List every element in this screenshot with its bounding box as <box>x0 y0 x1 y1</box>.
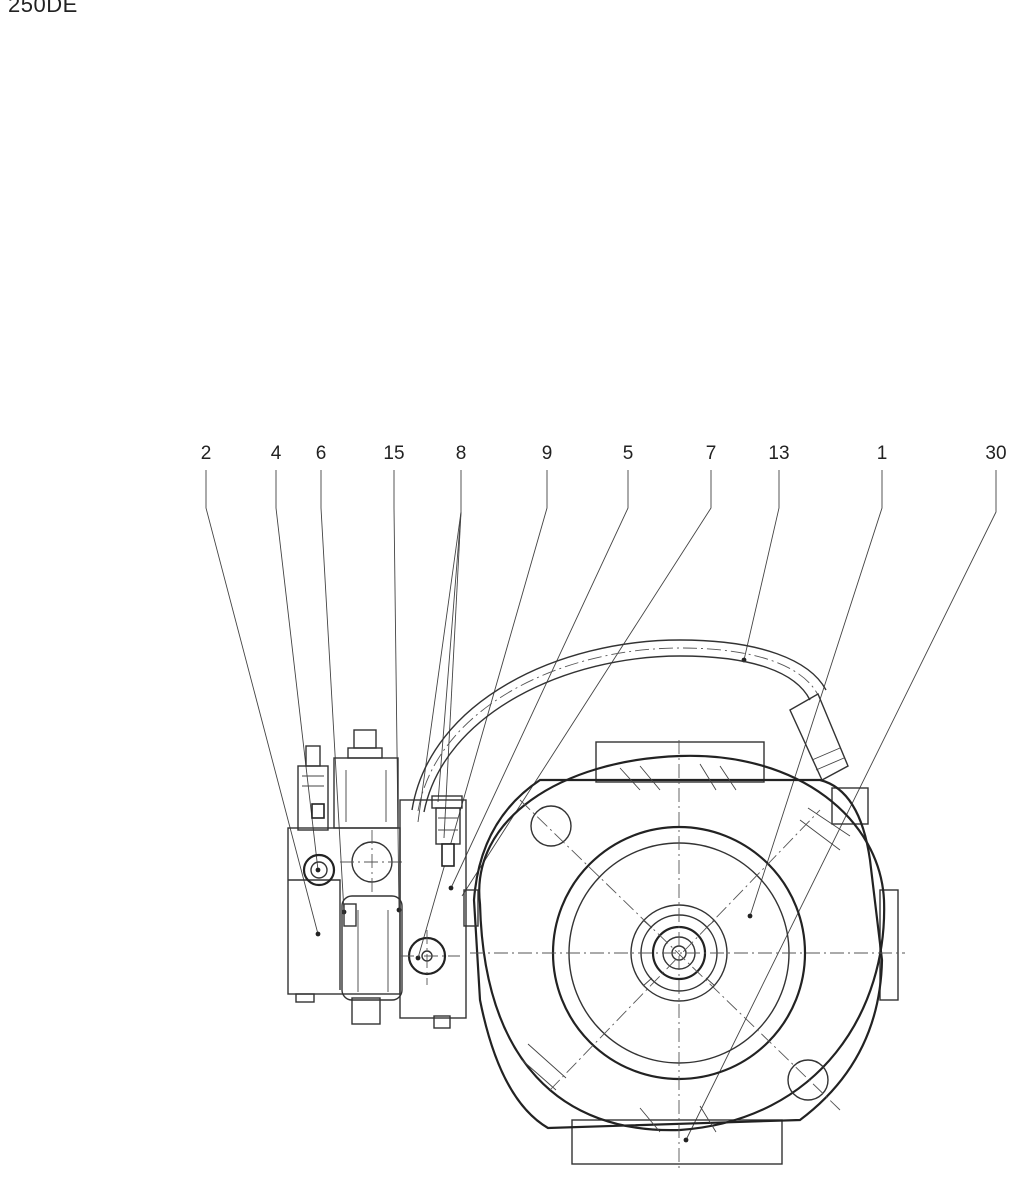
hose-centerline <box>417 647 819 812</box>
cartridge-6-body <box>333 757 399 829</box>
port-plug-right-centerline <box>340 830 404 896</box>
callout-7: 7 <box>706 443 717 464</box>
pump-body-outline <box>478 754 886 1132</box>
adapter-port-centerline <box>400 930 460 985</box>
page-header-model-code: 250DE <box>8 0 78 17</box>
adapter-plate-bottom-plug <box>433 1015 451 1029</box>
lower-spool-fitting <box>343 903 357 927</box>
leader-5 <box>450 470 629 889</box>
cartridge-6-nut <box>347 747 383 759</box>
hose-13 <box>411 639 849 813</box>
leader-7 <box>461 470 712 897</box>
cartridge-4-body <box>297 765 329 831</box>
hatch-bottom <box>639 1105 717 1133</box>
lower-spool-housing <box>341 895 403 1001</box>
hose-outer <box>411 639 827 811</box>
leader-9-point <box>415 955 421 961</box>
flange-bolt-hole-top-left <box>530 805 572 847</box>
callout-15: 15 <box>383 443 404 464</box>
cartridge-4-threads <box>302 775 324 787</box>
callout-2: 2 <box>201 443 212 464</box>
foot-left <box>295 993 315 1003</box>
callout-8: 8 <box>456 443 467 464</box>
shaft-spline-outer <box>630 904 728 1002</box>
callout-5: 5 <box>623 443 634 464</box>
leader-1-point <box>747 913 753 919</box>
hatch-sides <box>521 807 851 1091</box>
fitting-8-threads <box>438 817 458 831</box>
cartridge-4-cap <box>305 745 321 767</box>
leader-8c <box>417 511 462 823</box>
flange-bolt-hole-bottom-right <box>787 1059 829 1101</box>
hose-fitting-right <box>789 692 849 781</box>
leader-5-point <box>448 885 454 891</box>
fitting-8-nut <box>431 795 463 809</box>
pump-housing <box>470 740 905 1170</box>
lower-spool-lines <box>357 910 389 992</box>
leader-13 <box>743 470 780 661</box>
cartridge-6-sides <box>345 770 387 822</box>
callout-1: 1 <box>877 443 888 464</box>
adapter-plate-body <box>399 799 467 1019</box>
cartridge-6-cap <box>353 729 377 749</box>
hose-fitting-right-detail <box>811 747 845 771</box>
bottom-boss <box>571 1119 783 1165</box>
leader-lines <box>205 470 997 1143</box>
valve-block-inner-step <box>288 879 341 990</box>
top-boss <box>595 741 765 783</box>
leader-8b <box>443 511 462 839</box>
hatch-top <box>619 763 737 791</box>
leader-8a <box>437 470 462 803</box>
leader-6 <box>320 470 345 913</box>
port-plug-main <box>302 853 336 887</box>
leader-9 <box>417 470 548 959</box>
adapter-side-fitting <box>463 889 479 927</box>
cartridge-4-window <box>311 803 325 819</box>
leader-30 <box>685 470 997 1141</box>
callout-labels: 2 4 6 15 8 9 5 7 13 1 30 <box>201 443 1007 464</box>
callout-9: 9 <box>542 443 553 464</box>
mounting-flange <box>472 778 884 1130</box>
leader-15 <box>393 470 400 911</box>
fitting-8-tip <box>441 843 455 867</box>
leader-2 <box>205 470 319 935</box>
port-plug-main-inner <box>310 861 328 879</box>
leader-30-point <box>683 1137 689 1143</box>
leader-2-point <box>315 931 321 937</box>
leader-4-point <box>315 867 321 873</box>
top-right-plug <box>831 787 869 825</box>
callout-30: 30 <box>985 443 1006 464</box>
adapter-plate <box>399 795 479 1029</box>
centerline-diagonal-b <box>549 809 821 1091</box>
fitting-8-body <box>435 807 461 845</box>
callout-6: 6 <box>316 443 327 464</box>
leader-4 <box>275 470 319 871</box>
callout-4: 4 <box>271 443 282 464</box>
lower-spool-plug <box>351 997 381 1025</box>
hose-inner <box>423 655 811 813</box>
leader-1 <box>749 470 883 917</box>
callout-13: 13 <box>768 443 789 464</box>
control-valve-block <box>287 729 404 1025</box>
